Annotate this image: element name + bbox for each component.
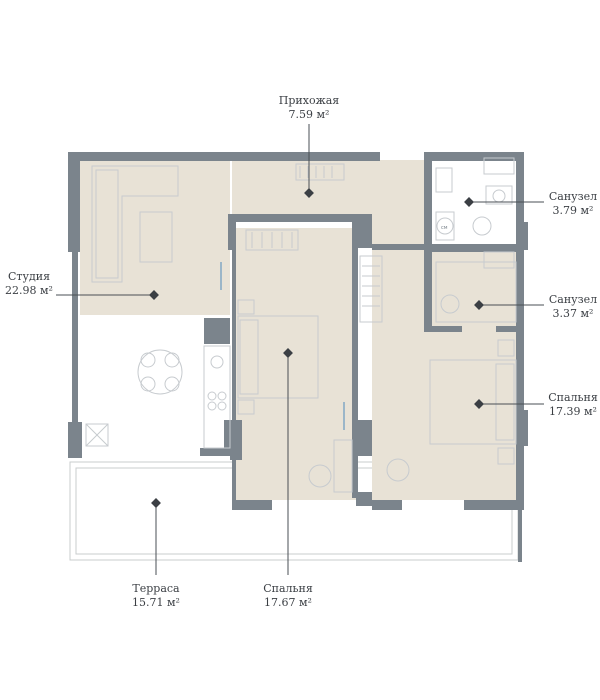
- floor-bedroom2: [236, 228, 356, 500]
- label-terrace: Терраса 15.71 м²: [116, 582, 196, 610]
- label-hall-area: 7.59 м²: [288, 108, 330, 121]
- marker-bath2: [474, 300, 484, 310]
- label-bath1-area: 3.79 м²: [552, 204, 594, 217]
- floor-studio-kitchen: [80, 160, 230, 315]
- label-bedroom1: Спальня 17.39 м²: [536, 391, 600, 419]
- marker-bedroom2: [283, 348, 293, 358]
- floor-areas: [80, 160, 516, 500]
- label-bedroom2-area: 17.67 м²: [264, 596, 312, 609]
- label-studio: Студия 22.98 м²: [0, 270, 58, 298]
- label-bedroom2: Спальня 17.67 м²: [248, 582, 328, 610]
- label-studio-area: 22.98 м²: [5, 284, 53, 297]
- marker-bath1: [464, 197, 474, 207]
- marker-studio: [149, 290, 159, 300]
- walls: [68, 152, 528, 562]
- label-studio-name: Студия: [7, 270, 51, 283]
- windows: [220, 262, 345, 430]
- floor-bedroom1: [372, 250, 516, 500]
- label-bath2-area: 3.37 м²: [552, 307, 594, 320]
- room-markers: [149, 188, 484, 508]
- furniture: [85, 157, 517, 493]
- label-bath1-name: Санузел: [548, 190, 598, 203]
- marker-terrace: [151, 498, 161, 508]
- label-bedroom1-area: 17.39 м²: [549, 405, 597, 418]
- label-bath1: Санузел 3.79 м²: [538, 190, 600, 218]
- label-bedroom1-name: Спальня: [548, 391, 598, 404]
- label-hall-name: Прихожая: [278, 94, 340, 107]
- leader-lines: [56, 124, 544, 575]
- marker-bedroom1: [474, 399, 484, 409]
- label-terrace-name: Терраса: [132, 582, 180, 595]
- washer-label: см: [441, 225, 448, 231]
- floor-hall-lower: [372, 218, 427, 248]
- label-bath2-name: Санузел: [548, 293, 598, 306]
- label-bedroom2-name: Спальня: [263, 582, 313, 595]
- floor-hall: [232, 160, 427, 218]
- marker-hall: [304, 188, 314, 198]
- label-terrace-area: 15.71 м²: [132, 596, 180, 609]
- label-bath2: Санузел 3.37 м²: [538, 293, 600, 321]
- label-hall: Прихожая 7.59 м²: [269, 94, 349, 122]
